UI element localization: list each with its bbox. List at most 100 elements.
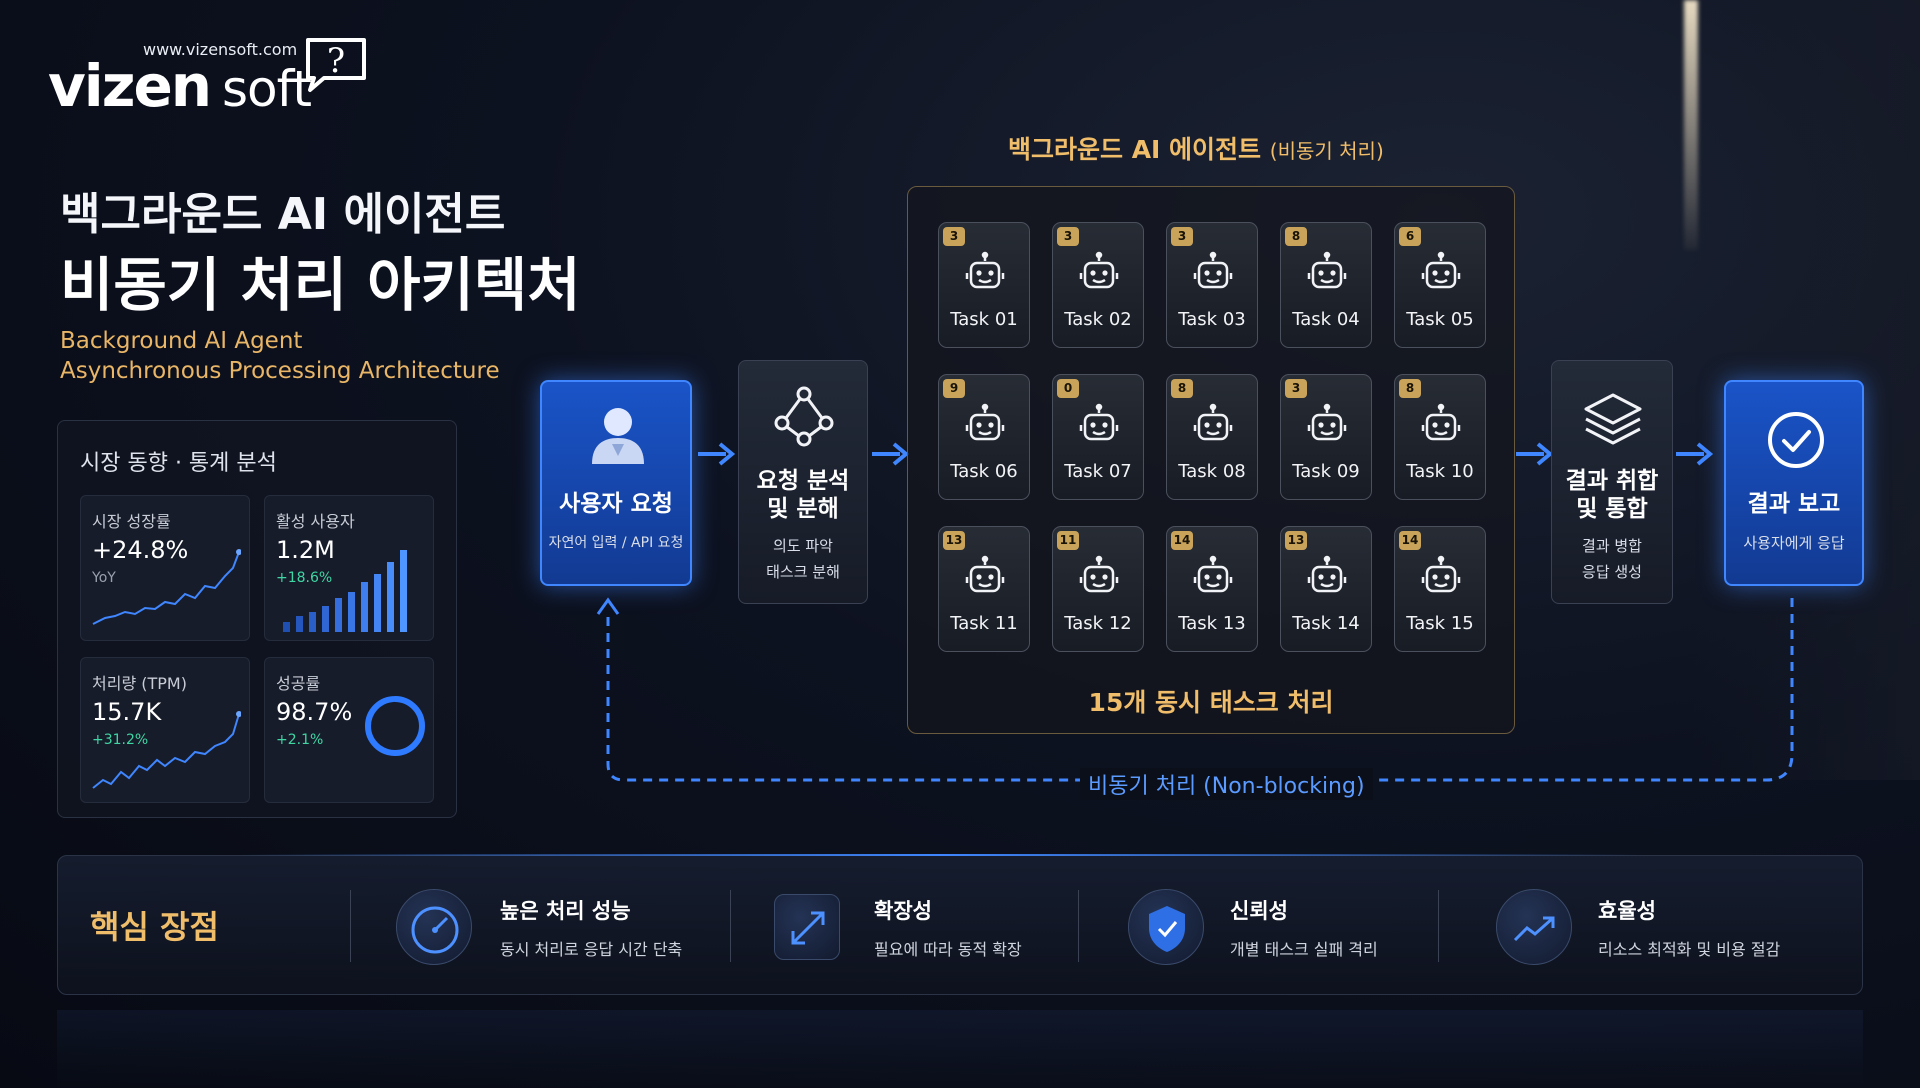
advantage-title: 효율성: [1598, 899, 1656, 923]
flow-arrow: [872, 442, 910, 466]
divider: [350, 890, 351, 962]
divider: [1078, 890, 1079, 962]
advantage-desc: 동시 처리로 응답 시간 단축: [500, 940, 683, 959]
aggregate-title-2: 및 통합: [1576, 496, 1648, 522]
stat-label: 활성 사용자: [276, 512, 355, 531]
robot-icon: [1307, 403, 1347, 441]
robot-icon: [1079, 555, 1119, 593]
stat-change: +18.6%: [276, 570, 333, 586]
speedometer-icon: [396, 889, 472, 965]
advantages-title: 핵심 장점: [90, 908, 219, 946]
user-request-desc: 자연어 입력 / API 요청: [548, 535, 684, 551]
check-circle-icon: [1768, 412, 1824, 468]
stats-title: 시장 동향 · 통계 분석: [80, 451, 277, 476]
robot-icon: [1193, 251, 1233, 289]
advantages-bar-glow: [240, 854, 1640, 856]
task-badge: 13: [943, 531, 965, 550]
task-badge: 13: [1285, 531, 1307, 550]
advantages-bar: [57, 855, 1863, 995]
task-badge: 11: [1057, 531, 1079, 550]
stat-value: 15.7K: [92, 698, 162, 726]
aggregate-title-1: 결과 취합: [1565, 468, 1659, 494]
task-badge: 8: [1171, 379, 1193, 398]
robot-icon: [965, 555, 1005, 593]
task-heading-main: 백그라운드 AI 에이전트: [1008, 135, 1262, 164]
robot-icon: [1193, 403, 1233, 441]
advantage-desc: 개별 태스크 실패 격리: [1230, 940, 1378, 959]
success-ring: [365, 696, 425, 756]
page-title-line1: 백그라운드 AI 에이전트: [60, 189, 506, 240]
stat-change: +31.2%: [92, 732, 149, 748]
sparkline-growth: [92, 549, 241, 625]
task-name: Task 03: [1178, 309, 1246, 330]
aggregate-desc-2: 응답 생성: [1582, 563, 1642, 581]
async-loop-arrow: [596, 597, 1794, 782]
divider: [1438, 890, 1439, 962]
logo-bubble-icon: ?: [306, 38, 366, 92]
logo-text-soft: soft: [222, 60, 312, 118]
robot-icon: [965, 251, 1005, 289]
aggregate-desc-1: 결과 병합: [1582, 537, 1642, 555]
task-name: Task 12: [1064, 613, 1132, 634]
advantage-title: 확장성: [874, 899, 932, 923]
analyze-title-1: 요청 분석: [756, 468, 850, 494]
layers-icon: [1584, 393, 1642, 445]
task-heading-small: (비동기 처리): [1269, 139, 1384, 163]
task-name: Task 04: [1292, 309, 1360, 330]
task-name: Task 07: [1064, 461, 1132, 482]
advantage-desc: 필요에 따라 동적 확장: [874, 940, 1022, 959]
analyze-desc-2: 태스크 분해: [766, 563, 840, 581]
shield-check-icon: [1128, 889, 1204, 965]
task-badge: 0: [1057, 379, 1079, 398]
flow-arrow: [1676, 442, 1714, 466]
task-name: Task 09: [1292, 461, 1360, 482]
robot-icon: [1307, 555, 1347, 593]
task-badge: 14: [1399, 531, 1421, 550]
expand-icon: [774, 894, 840, 960]
task-name: Task 06: [950, 461, 1018, 482]
robot-icon: [1307, 251, 1347, 289]
robot-icon: [1421, 251, 1461, 289]
stat-card-throughput: 처리량 (TPM) 15.7K +31.2%: [80, 657, 250, 803]
task-name: Task 08: [1178, 461, 1246, 482]
stat-change: YoY: [92, 570, 116, 586]
task-name: Task 02: [1064, 309, 1132, 330]
task-name: Task 13: [1178, 613, 1246, 634]
success-ring-arc: [365, 696, 425, 756]
report-box: 결과 보고 사용자에게 응답: [1724, 380, 1864, 586]
page-title-line2: 비동기 처리 아키텍처: [60, 251, 581, 319]
trend-up-icon: [1496, 889, 1572, 965]
advantage-title: 신뢰성: [1230, 899, 1288, 923]
network-icon: [774, 386, 834, 447]
logo-text: vizen: [48, 52, 212, 120]
page-subtitle-en1: Background AI Agent: [60, 328, 303, 354]
user-request-box: 사용자 요청 자연어 입력 / API 요청: [540, 380, 692, 586]
aggregate-box: 결과 취합 및 통합 결과 병합 응답 생성: [1551, 360, 1673, 604]
user-icon: [592, 408, 644, 464]
task-name: Task 14: [1292, 613, 1360, 634]
stat-label: 시장 성장률: [92, 512, 171, 531]
task-badge: 8: [1399, 379, 1421, 398]
stat-change: +2.1%: [276, 732, 324, 748]
analyze-desc-1: 의도 파악: [773, 537, 833, 555]
analyze-title-2: 및 분해: [767, 496, 839, 522]
logo-url: www.vizensoft.com: [143, 40, 298, 59]
flow-arrow: [698, 442, 736, 466]
task-name: Task 10: [1406, 461, 1474, 482]
report-desc: 사용자에게 응답: [1743, 534, 1845, 552]
stat-card-growth: 시장 성장률 +24.8% YoY: [80, 495, 250, 641]
user-request-title: 사용자 요청: [559, 491, 673, 517]
task-name: Task 11: [950, 613, 1018, 634]
task-name: Task 05: [1406, 309, 1474, 330]
logo-bubble-glyph: ?: [327, 41, 345, 81]
task-badge: 14: [1171, 531, 1193, 550]
advantage-title: 높은 처리 성능: [500, 899, 631, 923]
bar-chart-users: [283, 550, 407, 632]
